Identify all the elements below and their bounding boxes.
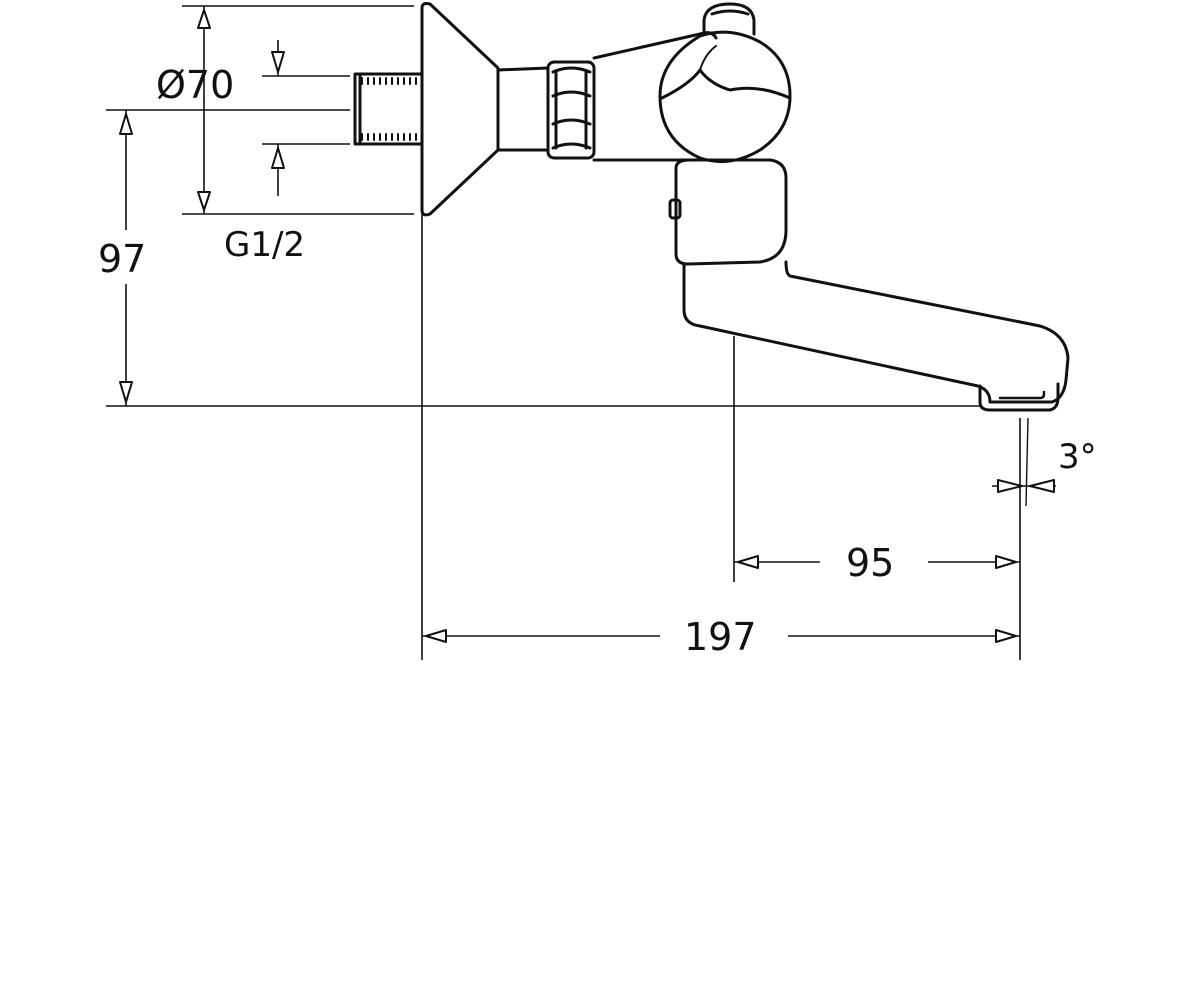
total-length-label: 197 <box>684 615 757 659</box>
arrow-down <box>119 381 133 403</box>
arrow-up <box>271 147 285 169</box>
faucet <box>353 2 1070 412</box>
spout-neck <box>674 158 788 266</box>
top-cap <box>702 2 756 36</box>
height-label: 97 <box>98 237 146 281</box>
hex-nut <box>546 60 596 160</box>
dimension-labels: Ø70 G1/2 97 95 197 3° <box>98 63 1097 659</box>
threaded-connector <box>353 72 424 146</box>
angle-label: 3° <box>1058 437 1097 477</box>
diameter-label: Ø70 <box>156 63 234 107</box>
mixer-body <box>592 31 718 162</box>
arrow-up <box>197 9 211 29</box>
arrow-left <box>737 555 759 569</box>
arrow-right <box>997 479 1023 493</box>
thread-label: G1/2 <box>224 225 305 265</box>
arrow-right <box>995 555 1017 569</box>
handle-notch <box>660 68 792 100</box>
arrow-down <box>271 51 285 73</box>
arrow-up <box>119 113 133 135</box>
dimension-lines <box>106 5 1056 660</box>
arrow-right <box>995 629 1017 643</box>
spout-reach-label: 95 <box>846 541 894 585</box>
side-button <box>668 198 682 220</box>
arrow-left <box>425 629 447 643</box>
handle-knob <box>658 30 792 164</box>
aerator <box>978 382 1060 412</box>
arrowheads <box>119 9 1055 643</box>
arrow-down <box>197 191 211 211</box>
spout <box>682 260 1070 404</box>
connector-neck <box>496 66 550 152</box>
wall-flange <box>420 2 500 217</box>
arrow-left <box>1029 479 1055 493</box>
